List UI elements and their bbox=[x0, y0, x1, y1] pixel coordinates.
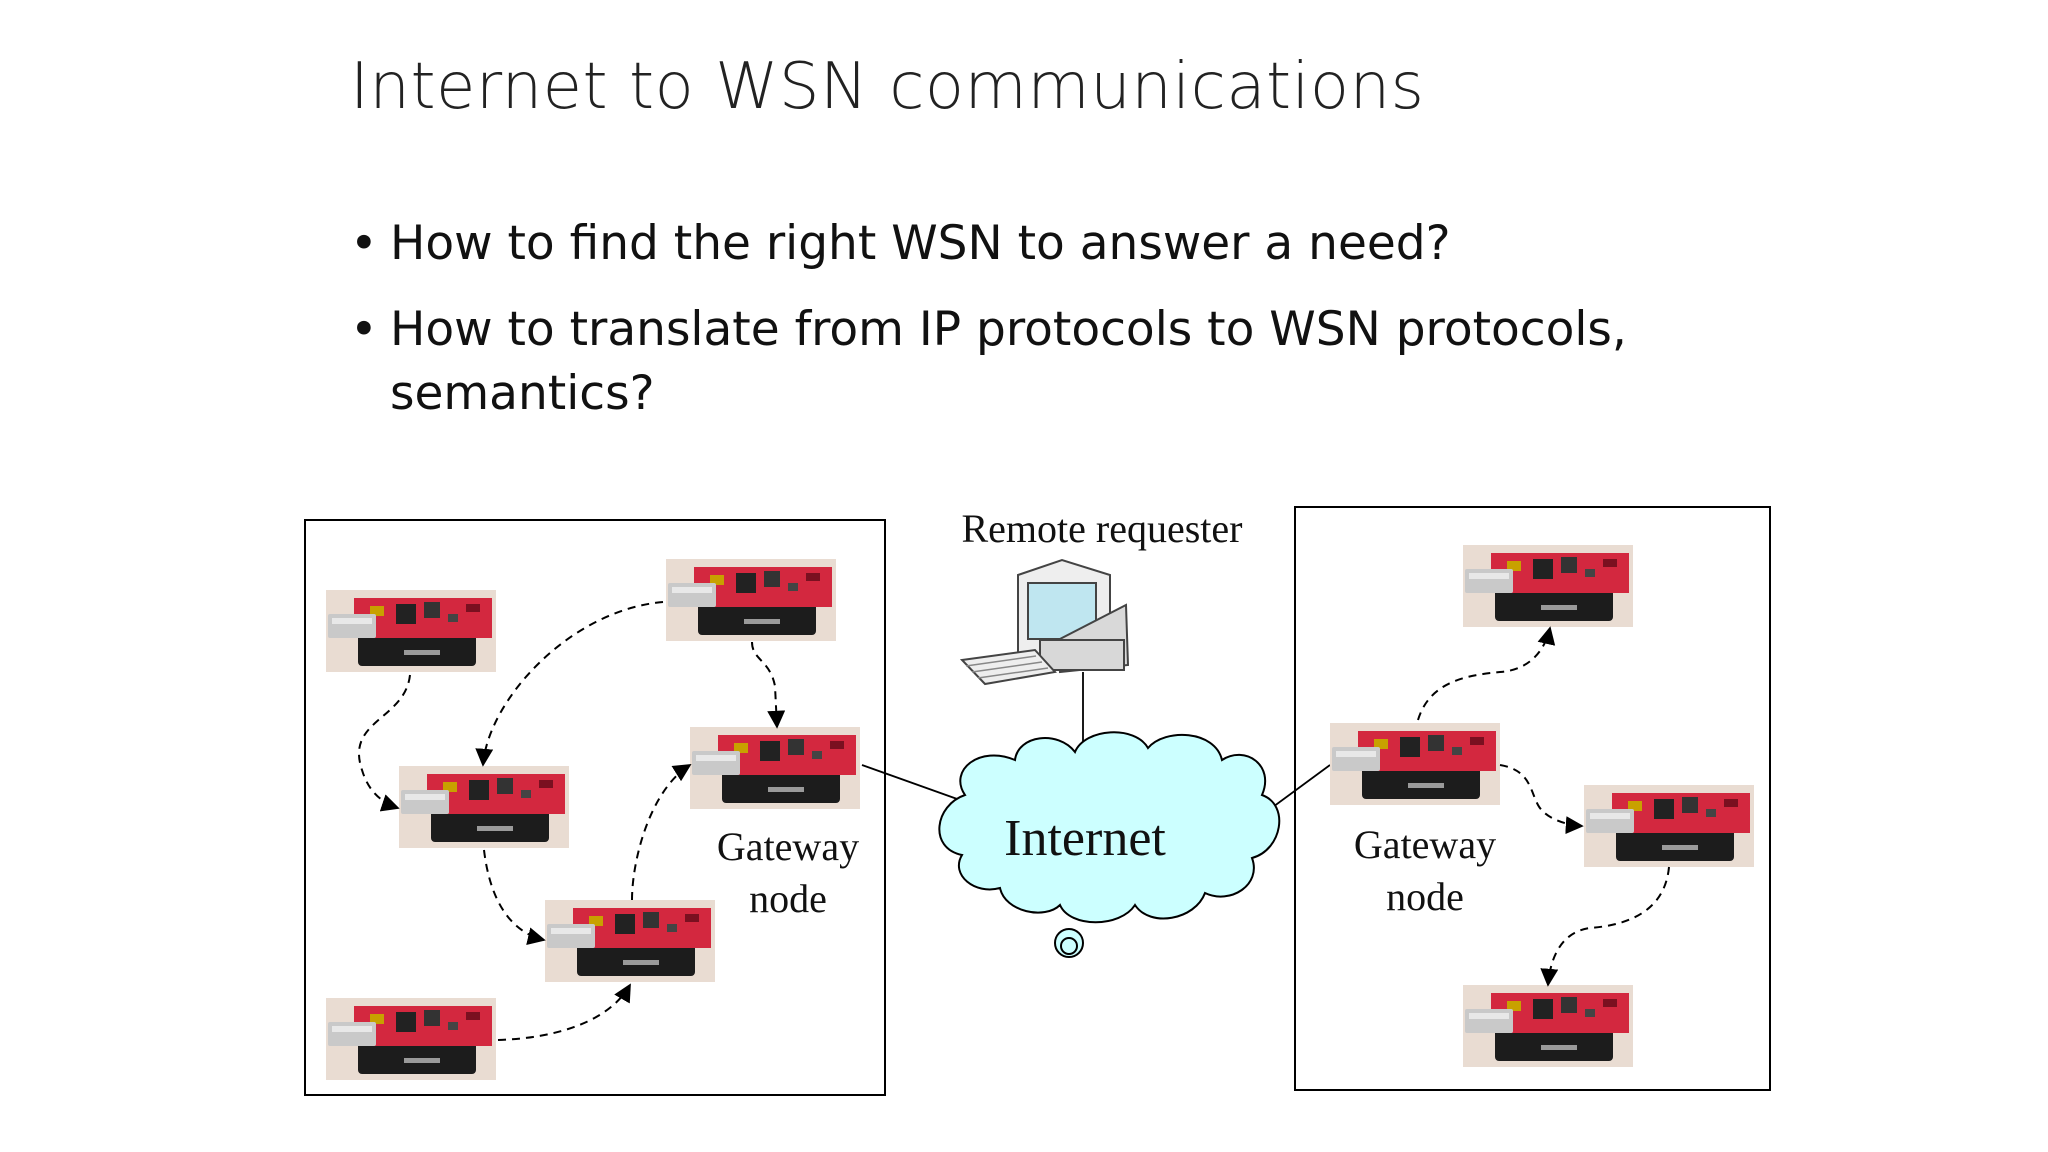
sensor-node-left-2 bbox=[666, 559, 836, 641]
gateway-label-left-2: node bbox=[749, 876, 827, 921]
computer-icon bbox=[959, 558, 1130, 686]
gateway-internet-link-left bbox=[861, 764, 961, 801]
left-link-arrows bbox=[358, 601, 786, 1041]
internet-label: Internet bbox=[1004, 810, 1166, 867]
gateway-node-left bbox=[690, 727, 860, 809]
sensor-node-right-3 bbox=[1463, 985, 1633, 1067]
gateway-label-right-1: Gateway bbox=[1354, 822, 1496, 867]
bullet-list: How to find the right WSN to answer a ne… bbox=[350, 212, 1810, 448]
gateway-label-right-2: node bbox=[1386, 874, 1464, 919]
internet-cloud: Internet bbox=[938, 731, 1281, 958]
sensor-node-left-4 bbox=[545, 900, 715, 982]
left-wsn-frame bbox=[304, 519, 886, 1096]
slide-title: Internet to WSN communications bbox=[350, 50, 1425, 124]
bullet-item: How to find the right WSN to answer a ne… bbox=[350, 212, 1810, 276]
sensor-node-left-5 bbox=[326, 998, 496, 1080]
sensor-node-left-3 bbox=[399, 766, 569, 848]
sensor-node-right-1 bbox=[1463, 545, 1633, 627]
sensor-node-right-2 bbox=[1584, 785, 1754, 867]
remote-requester-label: Remote requester bbox=[962, 506, 1243, 551]
gateway-label-left-1: Gateway bbox=[717, 824, 859, 869]
right-link-arrows bbox=[1417, 626, 1670, 987]
sensor-node-left-1 bbox=[326, 590, 496, 672]
bullet-item: How to translate from IP protocols to WS… bbox=[350, 298, 1810, 426]
right-wsn-frame bbox=[1294, 506, 1771, 1091]
gateway-node-right bbox=[1330, 723, 1500, 805]
